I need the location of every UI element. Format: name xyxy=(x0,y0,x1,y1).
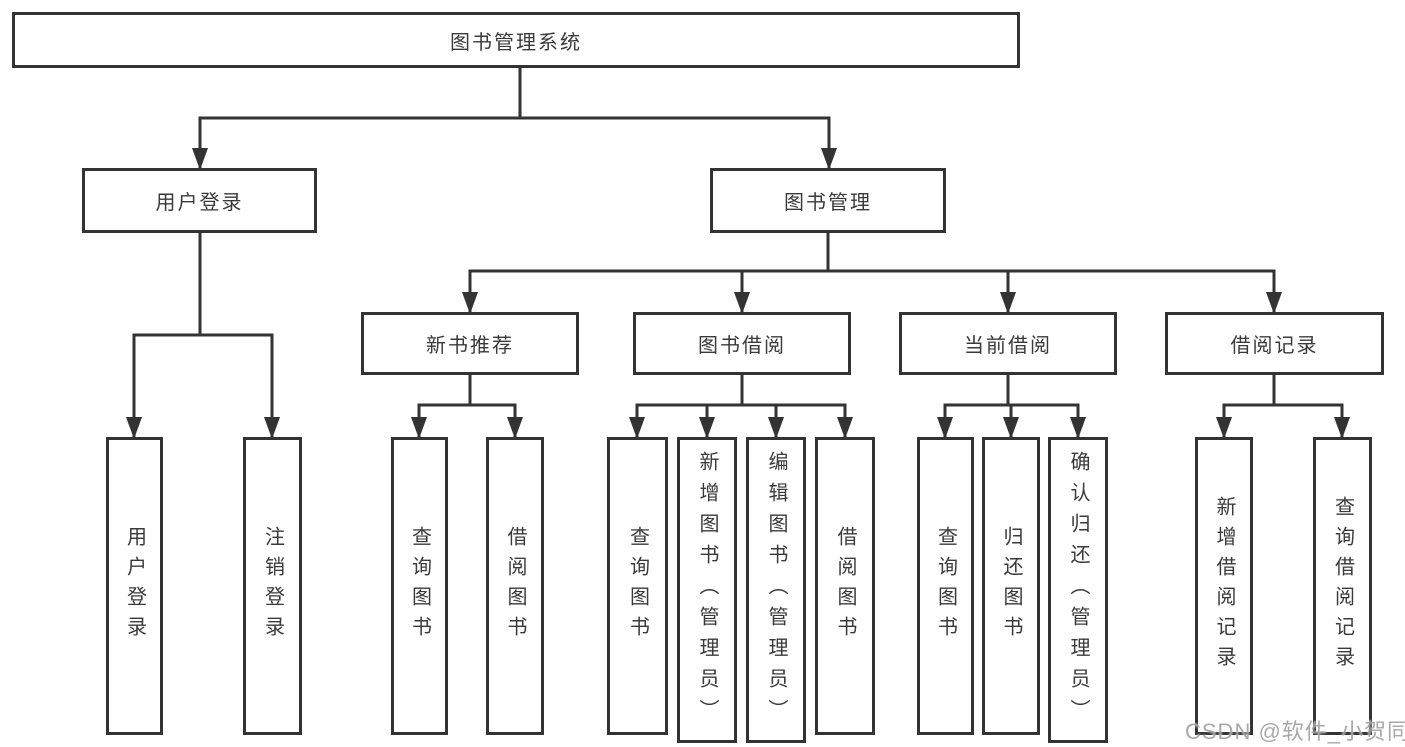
leaf-bb-query-label: 查询图书 xyxy=(626,526,649,646)
leaf-nb-query: 查询图书 xyxy=(391,437,448,735)
node-borrow-records: 借阅记录 xyxy=(1165,312,1384,375)
leaf-br-query-label: 查询借阅记录 xyxy=(1331,496,1354,676)
leaf-bb-edit: 编辑图书（管理员） xyxy=(746,437,806,743)
leaf-bb-query: 查询图书 xyxy=(607,437,668,735)
leaf-nb-borrow-label: 借阅图书 xyxy=(504,526,526,646)
node-book-borrow: 图书借阅 xyxy=(633,312,851,375)
leaf-bb-borrow-label: 借阅图书 xyxy=(834,526,856,646)
node-root: 图书管理系统 xyxy=(12,12,1020,68)
leaf-cb-return: 归还图书 xyxy=(982,437,1040,735)
node-new-books: 新书推荐 xyxy=(361,312,579,375)
leaf-bb-borrow: 借阅图书 xyxy=(815,437,875,735)
node-user-login: 用户登录 xyxy=(82,168,317,233)
node-book-mgmt: 图书管理 xyxy=(710,168,946,233)
leaf-br-add-label: 新增借阅记录 xyxy=(1213,496,1235,676)
leaf-nb-borrow: 借阅图书 xyxy=(486,437,544,735)
csdn-watermark: CSDN @软件_小贺同学 xyxy=(1185,719,1405,744)
leaf-cb-confirm-label: 确认归还（管理员） xyxy=(1067,450,1089,730)
leaf-br-add: 新增借阅记录 xyxy=(1195,437,1253,735)
leaf-cb-query: 查询图书 xyxy=(917,437,974,735)
leaf-cb-return-label: 归还图书 xyxy=(1000,526,1022,646)
leaf-bb-edit-label: 编辑图书（管理员） xyxy=(765,450,787,730)
leaf-user-login-label: 用户登录 xyxy=(123,526,146,646)
leaf-user-login: 用户登录 xyxy=(106,437,163,735)
leaf-logout-label: 注销登录 xyxy=(261,526,284,646)
leaf-nb-query-label: 查询图书 xyxy=(408,526,431,646)
leaf-bb-add-label: 新增图书（管理员） xyxy=(696,450,718,730)
leaf-cb-confirm: 确认归还（管理员） xyxy=(1048,437,1108,743)
leaf-br-query: 查询借阅记录 xyxy=(1313,437,1372,735)
leaf-logout: 注销登录 xyxy=(243,437,302,735)
leaf-bb-add: 新增图书（管理员） xyxy=(677,437,737,743)
node-current-borrow: 当前借阅 xyxy=(899,312,1117,375)
leaf-cb-query-label: 查询图书 xyxy=(934,526,957,646)
